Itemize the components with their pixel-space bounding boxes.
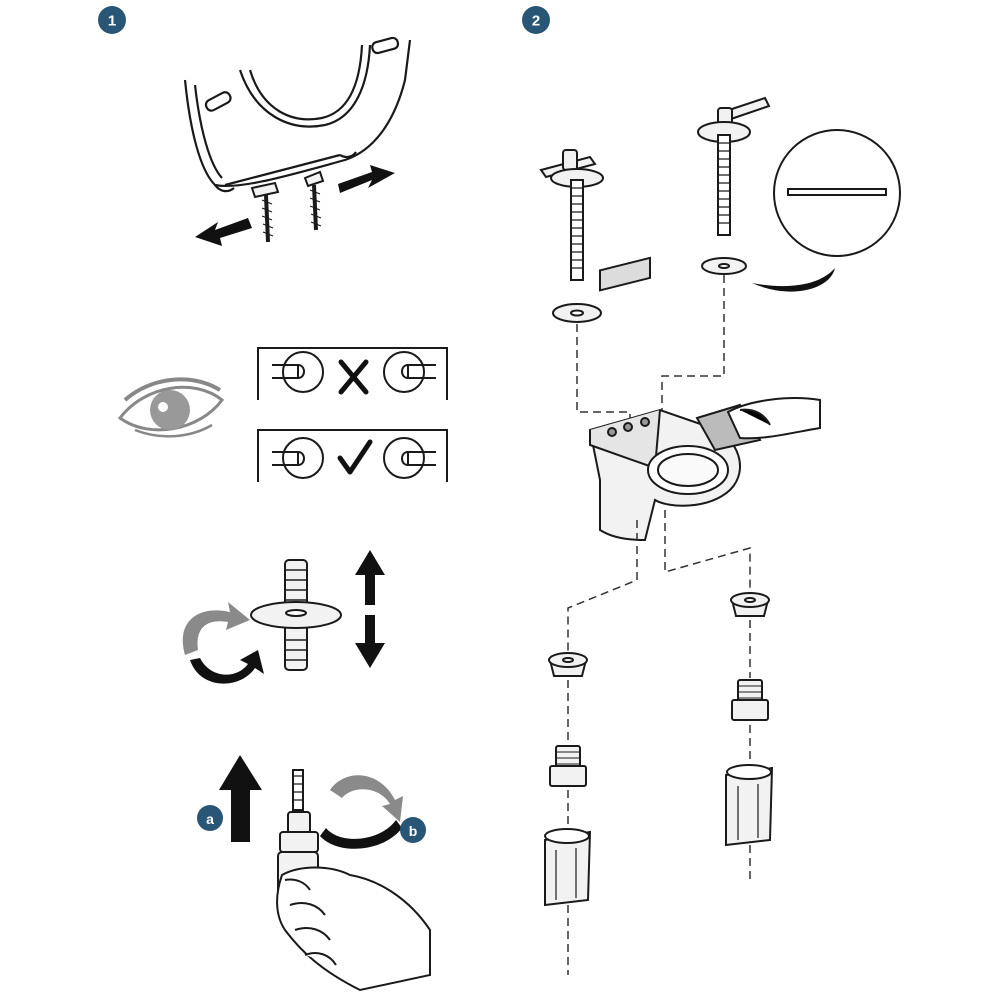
hand-with-cloth-icon	[695, 397, 821, 452]
hinge-bolt-right	[697, 96, 771, 275]
threaded-rod-adjust	[250, 559, 342, 671]
substep-b-badge: b	[400, 817, 426, 843]
svg-text:b: b	[409, 823, 418, 839]
toilet-seat	[183, 36, 412, 193]
up-down-arrow-icon	[355, 550, 385, 668]
svg-text:2: 2	[532, 13, 540, 30]
fixing-set-left	[544, 652, 592, 907]
hinge-bolt-left	[539, 149, 604, 323]
seat-hinge-bolts	[250, 170, 325, 243]
step-2-badge: 2	[522, 6, 550, 34]
eye-icon	[117, 377, 225, 438]
twist-arrow-icon	[320, 775, 403, 849]
svg-text:a: a	[206, 811, 214, 827]
slide-apart-arrows	[195, 165, 395, 246]
substep-a-badge: a	[197, 805, 223, 831]
hand-icon	[276, 866, 431, 992]
incorrect-alignment-panel	[257, 347, 448, 400]
toilet-bowl	[588, 256, 741, 542]
up-arrow-icon	[219, 755, 262, 842]
washer-detail-zoom	[752, 129, 901, 292]
checkmark-icon	[337, 439, 373, 475]
alignment-guides-top	[576, 275, 725, 425]
rotate-arrows-icon	[182, 602, 264, 684]
cross-icon	[338, 359, 369, 395]
correct-alignment-panel	[257, 429, 448, 482]
alignment-guides-bottom	[567, 510, 751, 975]
fixing-set-right	[725, 592, 774, 847]
svg-text:1: 1	[108, 13, 116, 30]
step-1-badge: 1	[98, 6, 126, 34]
